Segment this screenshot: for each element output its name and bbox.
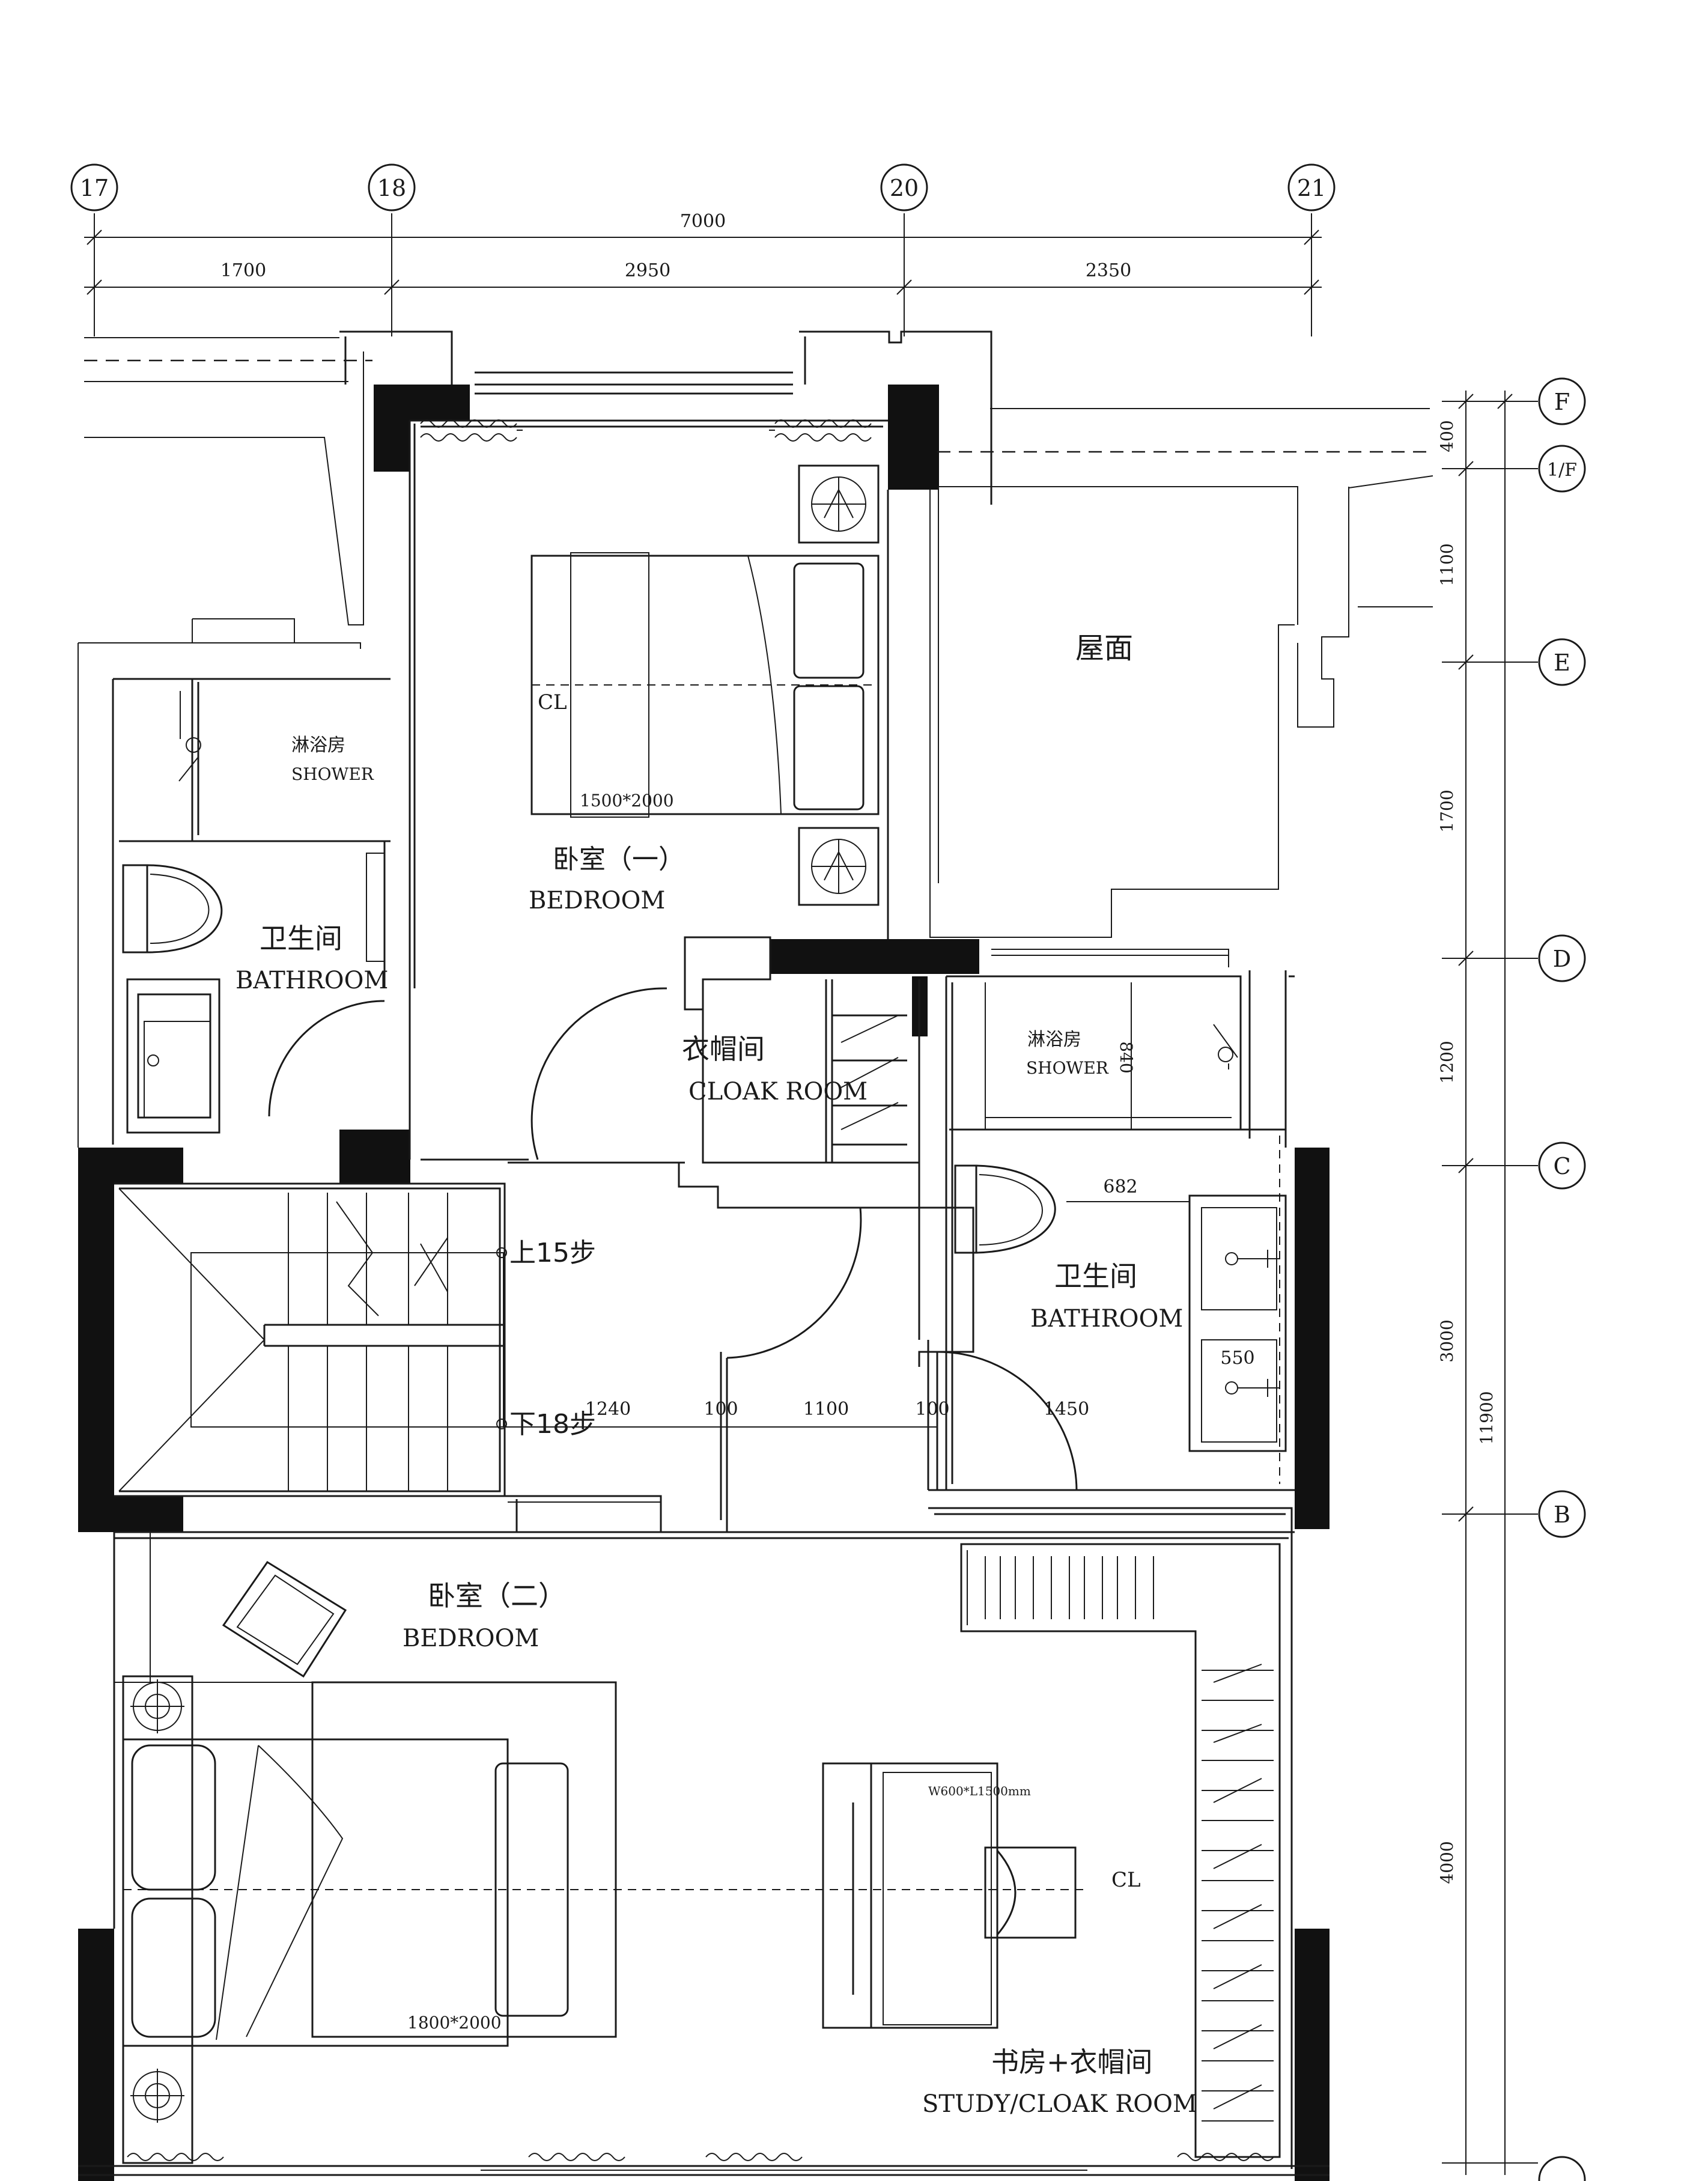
- bedroom-2-label-en: BEDROOM: [403, 1625, 539, 1652]
- grid-bubble-A: [1538, 2156, 1586, 2181]
- dim-right-3: 1700: [1437, 789, 1457, 832]
- shower-1-label-en: SHOWER: [291, 764, 374, 784]
- nightstand-bottom: [798, 827, 880, 906]
- grid-label-18: 18: [377, 175, 406, 201]
- grid-bubble-20: [880, 163, 928, 211]
- grid-label-21: 21: [1297, 175, 1326, 201]
- grid-bubble-21: [1287, 163, 1336, 211]
- bedroom-2: 卧室（二） BEDROOM 1800*2000: [122, 1560, 1087, 2164]
- grid-bubble-F: [1538, 377, 1586, 425]
- armchair: [222, 1560, 347, 1678]
- shower-2-label-en: SHOWER: [1026, 1058, 1109, 1078]
- centerline-label: CL: [538, 690, 567, 714]
- cloak-label-cn: 衣帽间: [682, 1033, 765, 1065]
- study-cloak: W600*L1500mm CL 书房+衣帽间 STUDY/CLOAK ROOM: [822, 1543, 1281, 2158]
- bath-2-dim-682: 682: [1103, 1176, 1137, 1197]
- shower-2-label-cn: 淋浴房: [1027, 1029, 1081, 1050]
- grid-bubble-17: [70, 163, 118, 211]
- centerline-label-2: CL: [1111, 1868, 1141, 1892]
- dim-right-5: 3000: [1437, 1319, 1457, 1362]
- grid-label-F: F: [1554, 389, 1570, 415]
- bathroom-1: 淋浴房 SHOWER 卫生间 BATHROOM: [122, 682, 388, 1134]
- dim-right-2: 1100: [1437, 543, 1457, 586]
- dim-right-texts: 400 1100 1700 1200 3000 4000 11900: [1437, 420, 1497, 1884]
- shower-2-dim: 840: [1116, 1041, 1136, 1073]
- bed-1-size: 1500*2000: [580, 791, 674, 811]
- outer-walls: [77, 330, 1433, 2176]
- grid-bubble-18: [368, 163, 416, 211]
- bed-double: [530, 552, 880, 818]
- corridor-dim-4: 100: [915, 1399, 949, 1420]
- grid-label-1F: 1/F: [1547, 460, 1577, 481]
- stair-down-label: 下18步: [509, 1409, 596, 1440]
- bath-1-label-cn: 卫生间: [260, 922, 342, 955]
- stair-up-label: 上15步: [509, 1238, 596, 1268]
- grid-label-17: 17: [80, 175, 109, 201]
- grid-label-D: D: [1553, 946, 1571, 972]
- bed-2-size: 1800*2000: [407, 2013, 502, 2033]
- solid-columns: [78, 385, 1330, 2181]
- grid-label-C: C: [1553, 1153, 1570, 1179]
- grid-bubble-1F: [1538, 445, 1586, 493]
- corridor: 1240 100 1100 100 1450: [505, 1207, 1089, 1428]
- bedroom-1-label-en: BEDROOM: [529, 887, 665, 914]
- roof-label: 屋面: [1075, 631, 1133, 665]
- wardrobe: [960, 1543, 1281, 2158]
- dim-top-2: 2950: [625, 260, 670, 281]
- corridor-dim-1: 1240: [585, 1399, 631, 1420]
- staircase: 上15步 下18步: [118, 1188, 661, 1503]
- lamp-icon: [130, 2069, 184, 2123]
- study-label-en: STUDY/CLOAK ROOM: [922, 2090, 1197, 2118]
- study-label-cn: 书房+衣帽间: [991, 2046, 1153, 2078]
- grid-bubble-B: [1538, 1490, 1586, 1538]
- bath-1-label-en: BATHROOM: [236, 967, 388, 994]
- dim-right-4: 1200: [1437, 1041, 1457, 1083]
- curtain-top: [420, 419, 872, 442]
- dimension-right: 400 1100 1700 1200 3000 4000 11900: [1437, 391, 1513, 2175]
- bedroom-1-label-cn: 卧室（一）: [553, 844, 685, 875]
- grid-axes-top: 17 18 20 21: [70, 163, 1336, 336]
- lamp-icon: [811, 476, 866, 532]
- bedroom-1: CL 1500*2000 卧室（一） BEDROOM: [420, 419, 880, 914]
- bathroom-2: 淋浴房 SHOWER 840 682 卫生间 BATHROOM 550: [936, 982, 1287, 1491]
- dim-right-6: 4000: [1437, 1841, 1457, 1884]
- cloak-label-en: CLOAK ROOM: [688, 1078, 868, 1106]
- corridor-dim-5: 1450: [1044, 1399, 1089, 1420]
- dim-right-total: 11900: [1477, 1391, 1497, 1444]
- grid-bubble-D: [1538, 934, 1586, 982]
- cloak-room: 衣帽间 CLOAK ROOM: [530, 979, 907, 1163]
- grid-label-20: 20: [890, 175, 919, 201]
- shower-1-label-cn: 淋浴房: [291, 735, 345, 756]
- office-chair: [984, 1846, 1077, 1939]
- grid-bubble-E: [1538, 638, 1586, 686]
- lamp-icon: [130, 1679, 184, 1733]
- grid-bubble-C: [1538, 1142, 1586, 1190]
- bath-2-label-en: BATHROOM: [1030, 1305, 1183, 1333]
- dim-top-total: 7000: [680, 211, 726, 232]
- lamp-icon: [811, 839, 866, 894]
- bath-2-label-cn: 卫生间: [1054, 1260, 1137, 1292]
- toilet-icon: [954, 1164, 1056, 1254]
- sink-icon: [144, 1021, 211, 1118]
- grid-axes-right: F 1/F E D C B: [1442, 377, 1586, 2181]
- grid-label-B: B: [1554, 1501, 1570, 1528]
- dim-right-1: 400: [1437, 420, 1457, 452]
- bath-2-dim-550: 550: [1220, 1348, 1254, 1369]
- dim-top-1: 1700: [220, 260, 266, 281]
- corridor-dim-2: 100: [704, 1399, 738, 1420]
- dimension-top: 7000 1700 2950 2350: [84, 211, 1322, 295]
- bedroom-2-label-cn: 卧室（二）: [428, 1580, 566, 1612]
- corridor-dim-3: 1100: [803, 1399, 849, 1420]
- dim-top-3: 2350: [1086, 260, 1131, 281]
- curtain-bottom: [127, 2153, 1274, 2171]
- toilet-icon: [122, 864, 223, 954]
- vanity: [1188, 1136, 1287, 1484]
- grid-label-E: E: [1554, 649, 1570, 676]
- desk-size-label: W600*L1500mm: [928, 1784, 1031, 1798]
- nightstand-top: [798, 464, 880, 544]
